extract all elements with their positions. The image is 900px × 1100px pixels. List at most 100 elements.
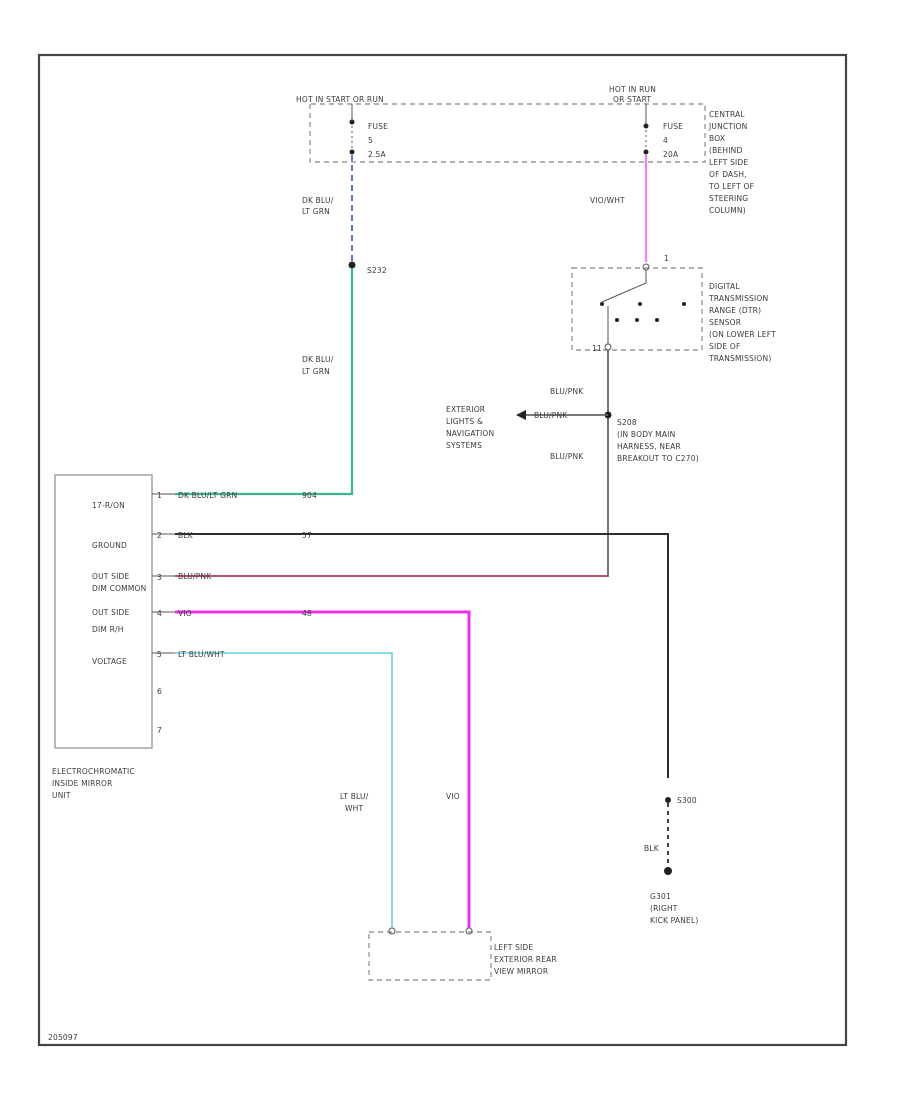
label-wire-blu-pnk-branch: BLU/PNK [534,411,568,420]
fuse-4-bottom-node [643,149,649,155]
svg-text:S208: S208 [617,418,637,427]
svg-text:SIDE OF: SIDE OF [709,342,741,351]
svg-text:4: 4 [157,609,162,618]
dtr-contact-c [682,302,686,306]
dtr-contact-d [615,318,619,322]
fuse-4-top-node [643,123,649,129]
dtr-switch-arm [601,282,647,303]
svg-text:TRANSMISSION: TRANSMISSION [708,294,768,303]
fuse-5-bottom-node [349,149,355,155]
dtr-contact-a [600,302,604,306]
splice-s300-node [665,797,671,803]
label-wire-blk-vertical: BLK [644,844,660,853]
label-wire-4-color: VIO [178,609,192,618]
central-junction-box-outline [309,103,706,163]
label-exterior-rear-view-mirror: LEFT SIDE EXTERIOR REAR VIEW MIRROR [494,943,557,976]
svg-text:BREAKOUT TO C270): BREAKOUT TO C270) [617,454,699,463]
svg-text:JUNCTION: JUNCTION [708,122,747,131]
label-wire-dkblu-top-1: DK BLU/ [302,196,334,205]
label-wire-1-color: DK BLU/LT GRN [178,491,237,500]
svg-text:SENSOR: SENSOR [709,318,741,327]
svg-text:DIM R/H: DIM R/H [92,625,124,634]
wire-dkblu-ltgrn-to-mirror [175,268,354,496]
svg-text:17-R/ON: 17-R/ON [92,501,125,510]
label-page-id: 205097 [48,1033,78,1042]
svg-text:LEFT SIDE: LEFT SIDE [709,158,748,167]
label-fuse-4: FUSE [663,122,683,131]
svg-text:1: 1 [157,491,162,500]
svg-text:EXTERIOR: EXTERIOR [446,405,485,414]
label-ground-g301: G301 (RIGHT KICK PANEL) [650,892,699,925]
svg-text:INSIDE MIRROR: INSIDE MIRROR [52,779,113,788]
svg-text:(BEHIND: (BEHIND [709,146,742,155]
label-mirror-pin-numbers: 1 2 3 4 5 6 7 [157,491,162,735]
svg-text:(IN BODY MAIN: (IN BODY MAIN [617,430,675,439]
svg-text:OF DASH,: OF DASH, [709,170,747,179]
label-wire-1-circuit: 904 [302,491,317,500]
splice-s232-node [348,261,356,269]
label-wire-dkblu-mid-2: LT GRN [302,367,330,376]
label-wire-dkblu-mid-1: DK BLU/ [302,355,334,364]
label-wire-5-color: LT BLU/WHT [178,650,225,659]
label-wire-ltblu-wht-1: LT BLU/ [340,792,369,801]
svg-text:6: 6 [157,687,162,696]
svg-text:5: 5 [157,650,162,659]
svg-text:BOX: BOX [709,134,725,143]
svg-text:EXTERIOR REAR: EXTERIOR REAR [494,955,557,964]
svg-text:COLUMN): COLUMN) [709,206,746,215]
svg-text:GROUND: GROUND [92,541,127,550]
svg-text:DIM COMMON: DIM COMMON [92,584,146,593]
label-mirror-pin-functions: 17-R/ON GROUND OUT SIDE DIM COMMON OUT S… [92,501,146,666]
svg-text:2: 2 [157,531,162,540]
exterior-mirror-outline [368,931,492,981]
svg-text:HARNESS, NEAR: HARNESS, NEAR [617,442,681,451]
label-fuse-5-rating: 2.5A [368,150,387,159]
svg-text:LEFT SIDE: LEFT SIDE [494,943,533,952]
svg-text:TO LEFT OF: TO LEFT OF [708,182,754,191]
dtr-bottom-connector [604,343,612,351]
dtr-top-connector [642,263,650,271]
svg-text:(RIGHT: (RIGHT [650,904,678,913]
label-inside-mirror-unit: ELECTROCHROMATIC INSIDE MIRROR UNIT [52,767,135,800]
svg-text:TRANSMISSION): TRANSMISSION) [708,354,771,363]
svg-text:OUT SIDE: OUT SIDE [92,572,130,581]
label-fuse-5: FUSE [368,122,388,131]
label-dtr-pin-1: 1 [664,254,669,263]
wire-ltblu-wht [175,652,393,928]
wire-vio [175,610,471,928]
svg-text:G301: G301 [650,892,671,901]
svg-text:VOLTAGE: VOLTAGE [92,657,127,666]
label-wire-2-circuit: 57 [302,531,312,540]
label-fuse-4-rating: 20A [663,150,679,159]
label-dtr-sensor: DIGITAL TRANSMISSION RANGE (DTR) SENSOR … [708,282,776,363]
label-hot-start-or-run: HOT IN START OR RUN [296,95,384,104]
svg-text:3: 3 [157,573,162,582]
svg-text:ELECTROCHROMATIC: ELECTROCHROMATIC [52,767,135,776]
label-fuse-4-number: 4 [663,136,668,145]
label-wire-blu-pnk-upper: BLU/PNK [550,387,584,396]
svg-text:(ON LOWER LEFT: (ON LOWER LEFT [709,330,776,339]
label-wire-blu-pnk-lower: BLU/PNK [550,452,584,461]
svg-text:7: 7 [157,726,162,735]
svg-text:CENTRAL: CENTRAL [709,110,745,119]
svg-text:KICK PANEL): KICK PANEL) [650,916,699,925]
label-exterior-lights: EXTERIOR LIGHTS & NAVIGATION SYSTEMS [446,405,494,450]
label-fuse-5-number: 5 [368,136,373,145]
svg-text:RANGE (DTR): RANGE (DTR) [709,306,761,315]
label-dtr-pin-11: 11 [592,344,602,353]
label-splice-s208: S208 (IN BODY MAIN HARNESS, NEAR BREAKOU… [617,418,699,463]
svg-text:NAVIGATION: NAVIGATION [446,429,494,438]
exterior-mirror-pin-vio [465,927,473,935]
svg-text:OUT SIDE: OUT SIDE [92,608,130,617]
dtr-contact-f [655,318,659,322]
exterior-lights-arrow [516,410,526,420]
fuse-5-top-node [349,119,355,125]
dtr-sensor-outline [571,267,703,351]
label-wire-vio-vertical: VIO [446,792,460,801]
svg-text:LIGHTS &: LIGHTS & [446,417,483,426]
label-wire-dkblu-top-2: LT GRN [302,207,330,216]
dtr-contact-e [635,318,639,322]
dtr-contact-b [638,302,642,306]
diagram-frame [37,53,848,1047]
svg-text:STEERING: STEERING [709,194,748,203]
